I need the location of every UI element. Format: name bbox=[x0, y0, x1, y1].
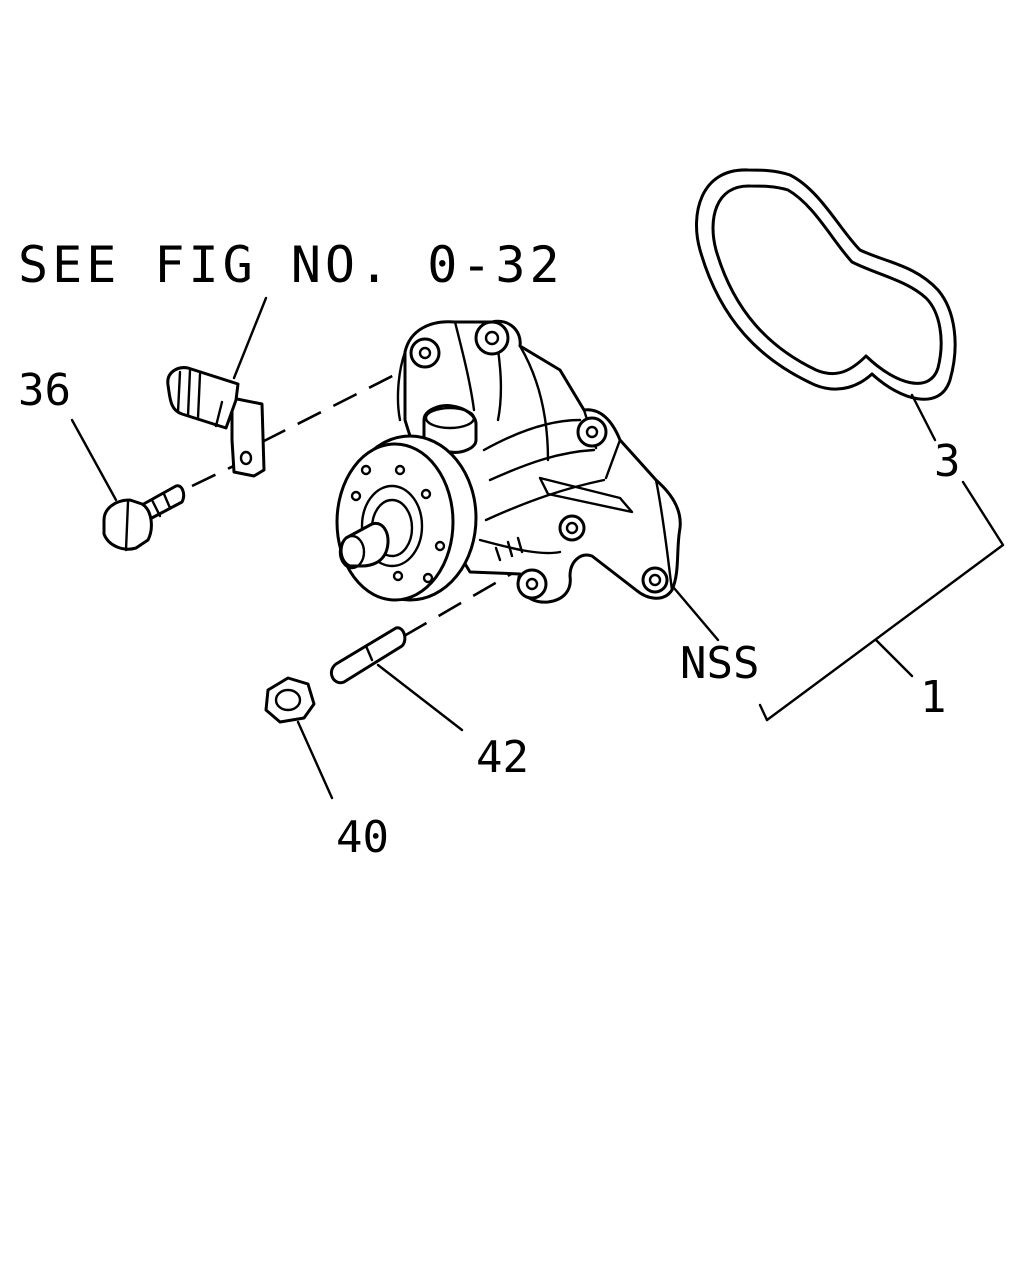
callout-lines bbox=[70, 296, 1005, 800]
gasket bbox=[695, 168, 957, 401]
callout-1: 1 bbox=[920, 672, 947, 723]
stud bbox=[330, 626, 407, 685]
callout-42: 42 bbox=[476, 732, 529, 783]
callout-36: 36 bbox=[18, 365, 71, 416]
water-pump-body bbox=[335, 319, 682, 604]
sensor-bracket bbox=[166, 366, 266, 478]
reference-note: SEE FIG NO. 0-32 bbox=[18, 236, 564, 294]
bolt bbox=[102, 484, 186, 552]
callout-nss: NSS bbox=[680, 638, 759, 689]
nut bbox=[264, 676, 316, 724]
callout-3: 3 bbox=[934, 436, 961, 487]
callout-40: 40 bbox=[336, 812, 389, 863]
